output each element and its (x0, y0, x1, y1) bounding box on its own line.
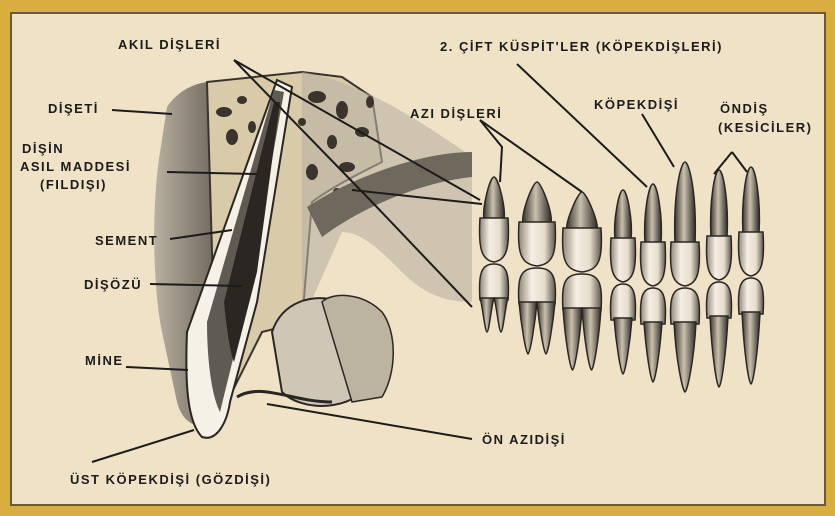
label-disin: DİŞİN (22, 141, 64, 156)
upper-tooth-crown-7 (707, 236, 732, 280)
upper-tooth-crown-4 (611, 238, 636, 282)
lower-tooth-root-2-2 (537, 302, 555, 354)
upper-tooth-crown-6 (671, 242, 700, 286)
upper-tooth-root-7 (711, 170, 728, 238)
label-disozu: DİŞÖZÜ (84, 277, 142, 292)
label-ust-kopekdisi: ÜST KÖPEKDİŞİ (GÖZDİŞİ) (70, 472, 271, 487)
upper-tooth-crown-5 (641, 242, 666, 286)
upper-tooth-root-8 (743, 167, 760, 234)
lower-tooth-crown-4 (611, 284, 636, 320)
label-fildisi: (FILDIŞI) (40, 177, 107, 192)
lower-tooth-root-5-1 (644, 322, 662, 382)
upper-tooth-root-4 (615, 190, 632, 240)
label-diseti: DİŞETİ (48, 101, 99, 116)
lower-tooth-root-2-1 (519, 302, 537, 354)
lower-tooth-root-7-1 (710, 316, 728, 387)
label-kopekdisi: KÖPEKDİŞİ (594, 97, 679, 112)
upper-tooth-crown-3 (563, 228, 602, 272)
lower-tooth-root-1-1 (480, 298, 494, 332)
label-azi-disleri: AZI DİŞLERİ (410, 106, 502, 121)
lower-tooth-root-6-1 (674, 322, 696, 392)
leader-azi-1 (480, 120, 502, 182)
lower-tooth-root-1-2 (494, 298, 508, 332)
upper-tooth-root-6 (675, 162, 696, 244)
cross-section (154, 72, 472, 438)
label-akil-disleri: AKIL DİŞLERİ (118, 37, 221, 52)
upper-tooth-root-3 (567, 192, 597, 230)
upper-tooth-crown-8 (739, 232, 764, 276)
label-sement: SEMENT (95, 233, 158, 248)
leader-cift-kuspit (517, 64, 647, 187)
lower-tooth-root-4-1 (614, 318, 632, 374)
leader-ondis-2 (732, 152, 747, 172)
lower-tooth-crown-8 (739, 278, 764, 314)
upper-tooth-crown-2 (519, 222, 556, 266)
lower-tooth-crown-2 (519, 268, 556, 304)
lower-tooth-crown-3 (563, 274, 602, 310)
leader-ondis-1 (714, 152, 732, 174)
illustration-panel: AKIL DİŞLERİ 2. ÇİFT KÜSPİT'LER (KÖPEKDİ… (10, 12, 826, 506)
lower-tooth-crown-1 (480, 264, 509, 300)
leader-diseti (112, 110, 172, 114)
upper-tooth-root-2 (523, 182, 551, 224)
label-on-azidisi: ÖN AZIDİŞİ (482, 432, 566, 447)
label-kesiciler: (KESİCİLER) (718, 120, 813, 135)
label-asil-maddesi: ASIL MADDESİ (20, 159, 131, 174)
leader-kopekdisi (642, 114, 674, 167)
lower-tooth-crown-6 (671, 288, 700, 324)
label-mine: MİNE (85, 353, 124, 368)
lower-tooth-crown-5 (641, 288, 666, 324)
lower-tooth-root-3-1 (563, 308, 582, 370)
lower-tooth-crown-7 (707, 282, 732, 318)
lower-tooth-root-8-1 (742, 312, 760, 384)
upper-tooth-root-1 (484, 177, 505, 220)
leader-ust-kopekdisi (92, 430, 194, 462)
upper-tooth-root-5 (645, 184, 662, 244)
label-ondis: ÖNDİŞ (720, 101, 769, 116)
upper-tooth-crown-1 (480, 218, 509, 262)
lower-tooth-root-3-2 (582, 308, 601, 370)
teeth-row (480, 162, 764, 392)
teeth-anatomy-illustration (12, 14, 826, 506)
label-cift-kuspitler: 2. ÇİFT KÜSPİT'LER (KÖPEKDİŞLERİ) (440, 39, 723, 54)
leader-on-azidisi (267, 404, 472, 439)
